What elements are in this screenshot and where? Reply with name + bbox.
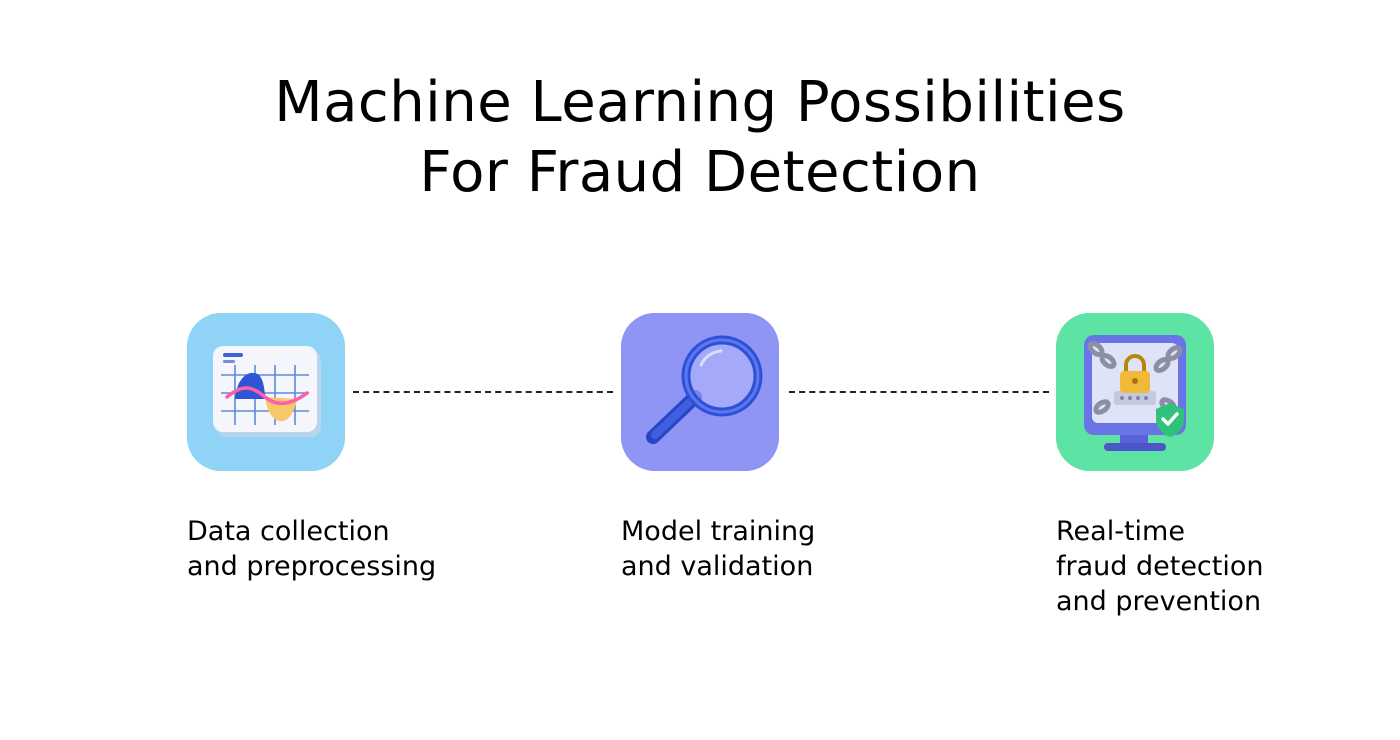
step-1-label-line-1: Data collection — [187, 516, 390, 547]
diagram-title: Machine Learning Possibilities For Fraud… — [0, 68, 1400, 208]
step-2-tile — [621, 313, 779, 471]
step-1-label: Data collection and preprocessing — [187, 514, 436, 584]
step-2-label-line-1: Model training — [621, 516, 816, 547]
step-1-tile — [187, 313, 345, 471]
step-3-label-line-2: fraud detection — [1056, 551, 1264, 582]
step-3-label: Real-time fraud detection and prevention — [1056, 514, 1264, 619]
step-2-label-line-2: and validation — [621, 551, 814, 582]
step-3-tile — [1056, 313, 1214, 471]
step-3-label-line-1: Real-time — [1056, 516, 1185, 547]
chart-dashboard-icon — [187, 313, 345, 471]
magnifying-glass-icon — [621, 313, 779, 471]
step-2-label: Model training and validation — [621, 514, 815, 584]
title-line-2: For Fraud Detection — [419, 140, 981, 205]
step-3-label-line-3: and prevention — [1056, 586, 1262, 617]
title-line-1: Machine Learning Possibilities — [274, 70, 1126, 135]
step-1-label-line-2: and preprocessing — [187, 551, 437, 582]
connector-2-3 — [789, 391, 1049, 393]
locked-monitor-shield-icon — [1056, 313, 1214, 471]
connector-1-2 — [353, 391, 613, 393]
